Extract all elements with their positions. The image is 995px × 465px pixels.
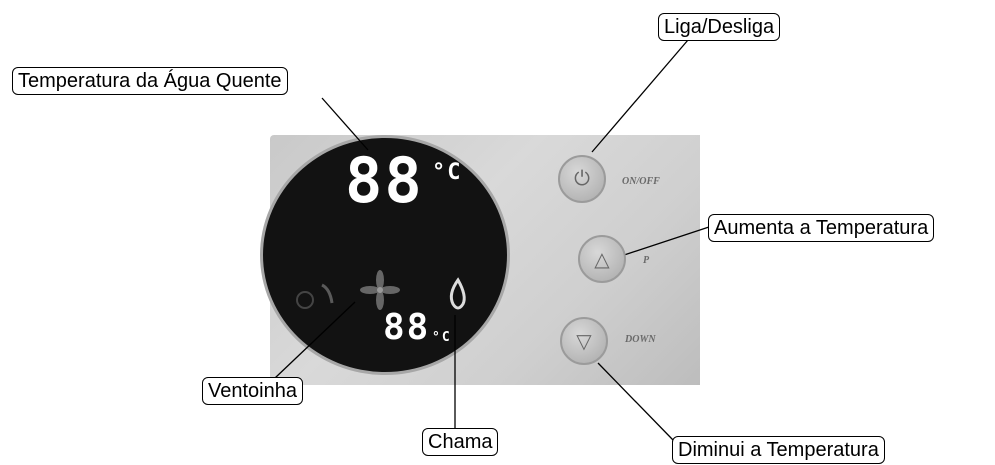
shower-icon bbox=[296, 283, 334, 309]
triangle-up-icon: △ bbox=[594, 248, 610, 271]
secondary-temperature-unit: °C bbox=[432, 330, 452, 345]
increase-button-label: P bbox=[643, 255, 650, 266]
main-temperature-readout: 88 bbox=[345, 144, 424, 217]
decrease-button-label: DOWN bbox=[625, 334, 656, 345]
decrease-temperature-button[interactable]: ▽ bbox=[560, 317, 608, 365]
power-icon: ⏻ bbox=[574, 167, 590, 190]
callout-fan: Ventoinha bbox=[202, 377, 303, 405]
leader-lines bbox=[274, 39, 713, 441]
increase-temperature-button[interactable]: △ bbox=[578, 235, 626, 283]
callout-decrease-temperature: Diminui a Temperatura bbox=[672, 436, 885, 464]
callout-flame: Chama bbox=[422, 428, 499, 456]
power-button-label: ON/OFF bbox=[622, 176, 660, 187]
callout-hot-water-temperature: Temperatura da Água Quente bbox=[12, 67, 288, 95]
callout-increase-temperature: Aumenta a Temperatura bbox=[708, 214, 935, 242]
power-button[interactable]: ⏻ bbox=[558, 155, 606, 203]
round-display bbox=[260, 135, 510, 375]
secondary-temperature-readout: 88 bbox=[383, 307, 431, 348]
callout-power: Liga/Desliga bbox=[658, 13, 781, 41]
triangle-down-icon: ▽ bbox=[576, 330, 592, 353]
fan-icon bbox=[360, 270, 400, 310]
main-temperature-unit: °C bbox=[432, 160, 463, 185]
flame-icon bbox=[449, 277, 466, 310]
